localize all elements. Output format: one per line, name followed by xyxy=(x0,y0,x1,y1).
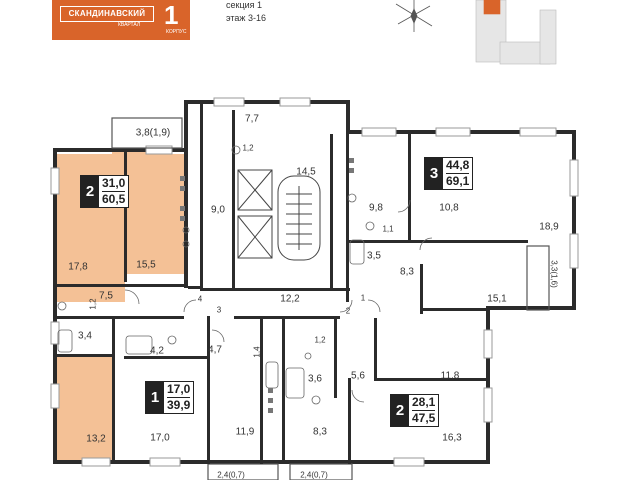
apartment-living-area: 44,8 xyxy=(446,158,470,174)
room-area-label: 5,6 xyxy=(351,370,365,382)
room-area-label: 4,7 xyxy=(208,344,222,356)
stair-core xyxy=(237,169,321,261)
room-area-label: 12,2 xyxy=(280,293,300,305)
section-label: секция 1 xyxy=(226,0,263,10)
room-area-label: 10,8 xyxy=(439,202,459,214)
logo-brand-sub: КВАРТАЛ xyxy=(118,22,141,28)
room-area-label: 2,4(0,7) xyxy=(300,470,328,480)
room-area-label: 17,0 xyxy=(150,432,170,444)
room-area-label: 3,6 xyxy=(308,373,322,385)
apartment-total-area: 47,5 xyxy=(412,411,436,425)
room-area-label: 1,2 xyxy=(314,335,326,345)
logo-brand: СКАНДИНАВСКИЙ xyxy=(60,6,154,22)
room-area-label: 3 xyxy=(216,305,222,315)
apartment-rooms: 2 xyxy=(81,176,99,207)
room-area-label: 2,4(0,7) xyxy=(217,470,245,480)
apartment-total-area: 69,1 xyxy=(446,174,470,188)
room-area-label: 11,9 xyxy=(235,426,255,438)
interior-walls xyxy=(55,104,528,464)
apartment-total-area: 60,5 xyxy=(102,192,126,206)
room-area-label: 8,3 xyxy=(313,426,327,438)
room-area-label: 9,8 xyxy=(369,202,383,214)
room-area-label: 1 xyxy=(360,293,366,303)
room-area-label: 15,1 xyxy=(487,293,507,305)
room-area-label: 3,4 xyxy=(78,330,92,342)
room-area-label: 3,3(1,6) xyxy=(549,260,559,288)
room-area-label: 1,2 xyxy=(242,143,254,153)
room-area-label: 4,2 xyxy=(150,345,164,357)
apartment-living-area: 31,0 xyxy=(102,176,126,192)
room-area-label: 7,5 xyxy=(99,290,113,302)
building-number: 1 xyxy=(164,0,179,30)
room-area-label: 1,2 xyxy=(88,298,98,310)
room-area-label: 9,0 xyxy=(211,204,225,216)
key-plan-icon xyxy=(475,0,557,65)
developer-logo: СКАНДИНАВСКИЙ КВАРТАЛ 1 КОРПУС xyxy=(52,0,190,40)
plumbing-fixtures xyxy=(57,145,375,405)
apartment-rooms: 3 xyxy=(425,158,443,189)
apartment-rooms: 1 xyxy=(146,382,164,413)
floor-label: этаж 3-16 xyxy=(226,13,266,23)
room-area-label: 2 xyxy=(345,306,351,316)
room-area-label: 13,2 xyxy=(86,433,106,445)
room-area-label: 7,7 xyxy=(245,113,259,125)
room-area-label: 1,4 xyxy=(252,346,262,358)
room-area-label: 4 xyxy=(197,294,203,304)
kitchen-stoves xyxy=(180,158,354,413)
highlighted-apartment xyxy=(55,148,187,464)
room-area-label: 1,1 xyxy=(382,224,394,234)
apartment-rooms: 2 xyxy=(391,395,409,426)
balconies xyxy=(111,117,550,480)
apartment-living-area: 17,0 xyxy=(167,382,191,398)
building-number-sub: КОРПУС xyxy=(166,29,187,35)
room-area-label: 3,8(1,9) xyxy=(135,127,171,139)
room-area-label: 8,3 xyxy=(400,266,414,278)
room-area-label: 17,8 xyxy=(68,261,88,273)
compass-icon xyxy=(395,0,433,32)
apartment-total-area: 39,9 xyxy=(167,398,191,412)
apartment-living-area: 28,1 xyxy=(412,395,436,411)
room-area-label: 15,5 xyxy=(136,259,156,271)
room-area-label: 18,9 xyxy=(539,221,559,233)
room-area-label: 16,3 xyxy=(442,432,462,444)
doors xyxy=(124,199,433,403)
windows xyxy=(50,97,579,467)
room-area-label: 3,5 xyxy=(367,250,381,262)
room-area-label: 11,8 xyxy=(440,370,460,382)
room-area-label: 14,5 xyxy=(296,166,316,178)
